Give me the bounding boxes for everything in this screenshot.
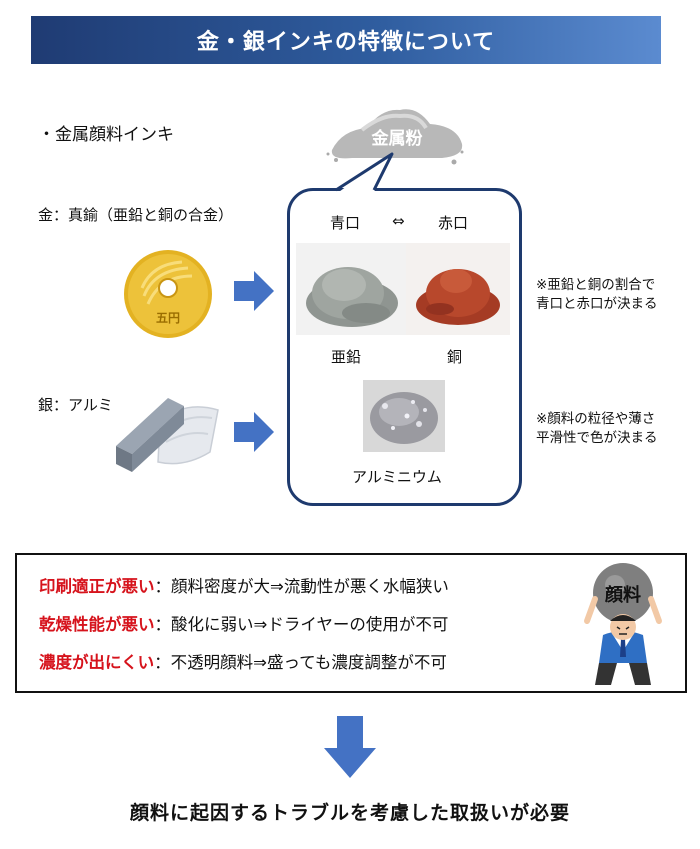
arrow-right-icon [234, 412, 274, 452]
issue-separator: ： [154, 615, 172, 634]
issue-row: 印刷適正が悪い：顔料密度が大⇒流動性が悪く水幅狭い [39, 573, 449, 597]
gold-note: ※亜鉛と銅の割合で 青口と赤口が決まる [536, 276, 658, 314]
page-title: 金・銀インキの特徴について [31, 16, 661, 64]
metal-powder-bubble [287, 188, 522, 506]
swap-arrow: ⇔ [392, 212, 405, 230]
five-yen-coin-icon: 五円 [124, 250, 212, 338]
arrow-right-icon [234, 271, 274, 311]
coin-text: 五円 [156, 311, 180, 325]
burden-label: 顔料 [604, 584, 641, 606]
issue-key: 濃度が出にくい [39, 653, 155, 672]
cloud-label: 金属粉 [371, 128, 423, 149]
silver-note-line-2: 平滑性で色が決まる [536, 430, 658, 446]
aluminum-powder-photo [363, 380, 445, 452]
issue-value: 不透明顔料⇒盛っても濃度調整が不可 [170, 653, 447, 672]
silver-note: ※顔料の粒径や薄さ 平滑性で色が決まる [536, 410, 658, 448]
zinc-label: 亜鉛 [331, 348, 362, 366]
arrow-down-icon [324, 716, 376, 778]
issue-value: 顔料密度が大⇒流動性が悪く水幅狭い [171, 577, 449, 596]
issue-key: 印刷適正が悪い [39, 577, 155, 596]
gold-note-line-2: 青口と赤口が決まる [536, 296, 658, 312]
conclusion-text: 顔料に起因するトラブルを考慮した取扱いが必要 [129, 802, 570, 824]
issue-value: 酸化に弱い⇒ドライヤーの使用が不可 [171, 615, 449, 634]
red-tone-label: 赤口 [438, 214, 469, 232]
issue-row: 乾燥性能が悪い：酸化に弱い⇒ドライヤーの使用が不可 [39, 611, 448, 635]
copper-powder-photo [406, 243, 510, 335]
section-label: ・金属顔料インキ [38, 125, 174, 145]
blue-tone-label: 青口 [330, 214, 361, 232]
silver-label: 銀：アルミ [38, 396, 113, 414]
aluminum-label: アルミニウム [352, 468, 442, 486]
issue-key: 乾燥性能が悪い [39, 615, 155, 634]
bubble-tail [335, 152, 394, 194]
silver-note-line-1: ※顔料の粒径や薄さ [536, 411, 656, 427]
issue-row: 濃度が出にくい：不透明顔料⇒盛っても濃度調整が不可 [39, 649, 447, 673]
issue-separator: ： [154, 653, 171, 672]
metal-powder-cloud-icon: 金属粉 [326, 109, 464, 165]
zinc-powder-photo [296, 243, 406, 335]
gold-note-line-1: ※亜鉛と銅の割合で [536, 277, 656, 293]
issues-box: 印刷適正が悪い：顔料密度が大⇒流動性が悪く水幅狭い 乾燥性能が悪い：酸化に弱い⇒… [15, 553, 687, 693]
aluminum-bar-icon [116, 398, 219, 472]
copper-label: 銅 [447, 348, 463, 366]
issue-separator: ： [154, 577, 172, 596]
gold-label: 金：真鍮（亜鉛と銅の合金） [38, 206, 234, 224]
burdened-person-icon: 顔料 [584, 563, 662, 685]
